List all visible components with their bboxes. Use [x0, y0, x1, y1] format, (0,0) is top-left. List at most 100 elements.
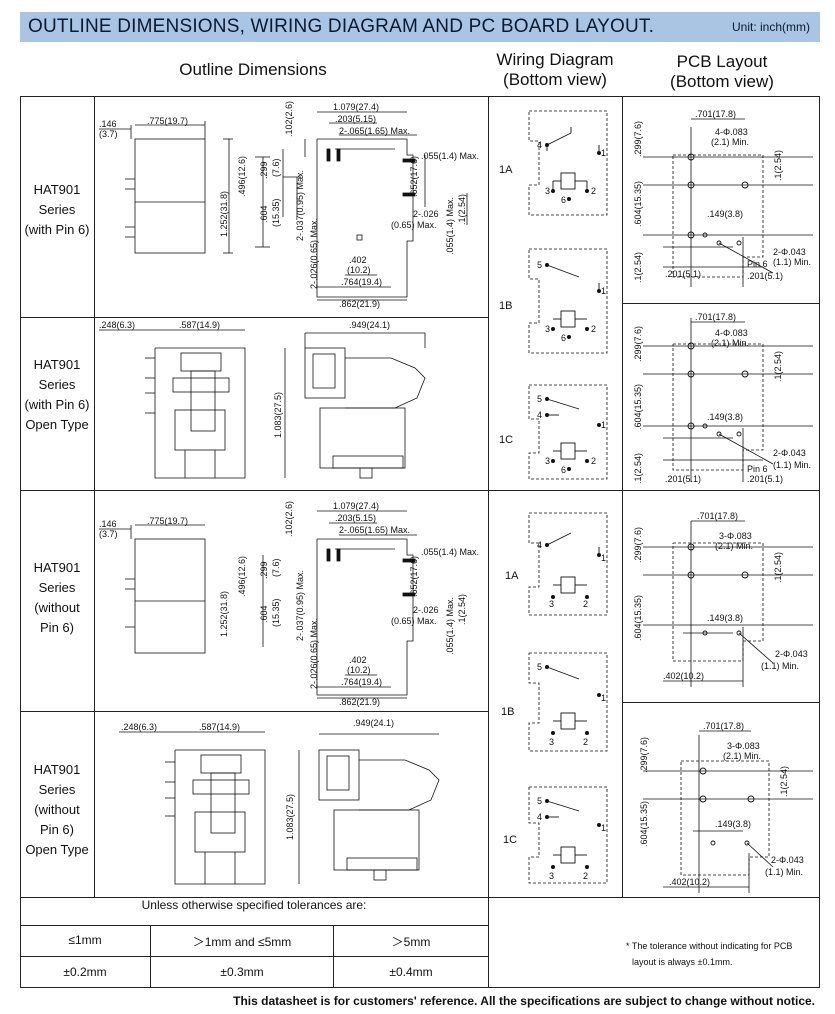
pcb3-21: (2.1) Min.: [715, 541, 753, 551]
row-divider-3: [20, 711, 488, 712]
pcb4-11: (1.1) Min.: [765, 867, 803, 877]
pin-3-a: 3: [545, 186, 550, 196]
wiring-heading-line2: (Bottom view): [503, 70, 607, 89]
pin-3-b-np: 3: [549, 737, 554, 747]
page-title: OUTLINE DIMENSIONS, WIRING DIAGRAM AND P…: [28, 16, 655, 37]
dim3-102b: (10.2): [347, 665, 371, 675]
pcb2-pin6: Pin 6: [747, 464, 768, 474]
tolerance-top: [20, 897, 820, 898]
dim-102: .102(2.6): [284, 101, 294, 137]
dim4-949: .949(24.1): [353, 718, 394, 728]
pin-1-c-np: 1: [601, 823, 606, 833]
pin-1-b: 1: [601, 286, 606, 296]
divider-series: [94, 96, 95, 898]
pin-2-a: 2: [591, 186, 596, 196]
tolerance-row: [20, 956, 488, 957]
dim3-055b: .055(1.4) Max.: [445, 597, 455, 655]
unit-label: Unit: inch(mm): [731, 20, 810, 34]
wiring-heading-line1: Wiring Diagram: [496, 50, 614, 69]
tolerance-heading: Unless otherwise specified tolerances ar…: [141, 898, 367, 912]
pin-1-a: 1: [601, 148, 606, 158]
pcb1-201b: .201(5.1): [747, 271, 783, 281]
pcb-layout-2: .701(17.8) 4-Φ.083 (2.1) Min. .299(7.6) …: [623, 304, 819, 489]
tolerance-col-1: [150, 925, 151, 988]
pin-3-b: 3: [545, 324, 550, 334]
pcb2-149: .149(3.8): [707, 412, 743, 422]
pcb2-604: .604(15.35): [633, 384, 643, 430]
pin-2-a-np: 2: [583, 599, 588, 609]
pcb4-3phi: 3-Φ.083: [727, 741, 760, 751]
dim-065b: (0.65) Max.: [391, 220, 437, 230]
pin-4-c: 4: [537, 410, 542, 420]
dim-055b: .055(1.4) Max.: [445, 197, 455, 255]
outline-drawing-closed-1: .146 (3.7) .775(19.7) 1.079(27.4) .203(5…: [95, 97, 487, 316]
pcb4-2phi: 2-Φ.043: [771, 855, 804, 865]
pcb1-1254a: .1(2.54): [773, 150, 783, 181]
dim-248: .248(6.3): [99, 320, 135, 330]
pcb1-pin6: Pin 6: [747, 259, 768, 269]
series-1-line-1: HAT901: [33, 182, 81, 197]
series-1-line-2: Series: [38, 202, 76, 217]
pcb-layout-3-svg: .701(17.8) 3-Φ.083 (2.1) Min. .299(7.6) …: [633, 511, 813, 687]
series-4-line-5: Open Type: [25, 842, 89, 857]
tolerance-col-2: [333, 925, 334, 988]
pin-5-c-np: 5: [537, 796, 542, 806]
dim-299: .299: [259, 161, 269, 179]
dim3-102: .102(2.6): [284, 501, 294, 537]
dim3-76: (7.6): [271, 558, 281, 577]
outline-drawing-open-1: .248(6.3) .587(14.9) .949(24.1) 1.083(27…: [95, 318, 487, 489]
pcb4-21: (2.1) Min.: [723, 751, 761, 761]
dim-775: .775(19.7): [147, 116, 188, 126]
pcb-heading-line2: (Bottom view): [670, 72, 774, 91]
dim4-1083: 1.083(27.5): [285, 794, 295, 840]
series-2-line-3: (with Pin 6): [24, 397, 90, 412]
outline-closed-2-svg: .146 (3.7) .775(19.7) 1.079(27.4) .203(5…: [99, 501, 479, 707]
series-4-line-3: (without: [34, 802, 80, 817]
pin-3-c: 3: [545, 456, 550, 466]
spec-table-frame: [20, 96, 820, 988]
dim3-775: .775(19.7): [147, 516, 188, 526]
row-divider-1: [20, 317, 488, 318]
pcb-layout-4-svg: .701(17.8) 3-Φ.083 (2.1) Min. .299(7.6) …: [639, 721, 813, 893]
pcb3-402: .402(10.2): [663, 671, 704, 681]
wiring-label-1b: 1B: [499, 300, 512, 312]
dim3-652: .652(17.6): [409, 556, 419, 597]
dim-1079: 1.079(27.4): [333, 102, 379, 112]
pcb2-299: .299(7.6): [633, 326, 643, 362]
wiring-label-1a-np: 1A: [505, 570, 519, 582]
dim3-604: .604: [259, 605, 269, 623]
wiring-group-without-pin6: 1A 1B 1C 4 1 3 2 5 1 3 2 5 4 1 3 2: [489, 491, 621, 891]
pcb-heading-line1: PCB Layout: [676, 52, 768, 71]
dim3-065: 2-.065(1.65) Max.: [339, 525, 410, 535]
dim-026b: 2-.026(0.65) Max.: [309, 218, 319, 289]
dim3-1079: 1.079(27.4): [333, 501, 379, 511]
pin-3-a-np: 3: [549, 599, 554, 609]
series-2-line-4: Open Type: [25, 417, 89, 432]
pin-6-b: 6: [561, 333, 566, 343]
series-3-line-1: HAT901: [33, 560, 81, 575]
pcb-note-line-1: * The tolerance without indicating for P…: [626, 941, 793, 951]
divider-wiring: [488, 96, 489, 988]
pcb-layout-2-svg: .701(17.8) 4-Φ.083 (2.1) Min. .299(7.6) …: [633, 312, 813, 484]
tolerance-value-2: ±0.3mm: [220, 965, 264, 979]
pin-2-b-np: 2: [583, 737, 588, 747]
pcb-layout-3: .701(17.8) 3-Φ.083 (2.1) Min. .299(7.6) …: [623, 491, 819, 701]
dim3-496: .496(12.6): [237, 556, 247, 597]
pcb2-4phi: 4-Φ.083: [715, 328, 748, 338]
dim-764: .764(19.4): [341, 277, 382, 287]
outline-closed-1-svg: .146 (3.7) .775(19.7) 1.079(27.4) .203(5…: [99, 101, 479, 309]
series-4-line-1: HAT901: [33, 762, 81, 777]
dim-587: .587(14.9): [179, 320, 220, 330]
pcb2-701: .701(17.8): [695, 312, 736, 322]
pcb2-1254b: .1(2.54): [633, 453, 643, 484]
pcb1-11: (1.1) Min.: [773, 257, 811, 267]
pcb-divider-1: [622, 303, 820, 304]
dim3-299: .299: [259, 561, 269, 579]
pcb3-1254: .1(2.54): [773, 552, 783, 583]
pcb4-149: .149(3.8): [715, 819, 751, 829]
dim-102b: (10.2): [347, 265, 371, 275]
series-4-line-4: Pin 6): [40, 822, 74, 837]
tolerance-range-3: ＞5mm: [391, 935, 431, 949]
pcb1-701: .701(17.8): [695, 109, 736, 119]
pcb3-701: .701(17.8): [697, 511, 738, 521]
